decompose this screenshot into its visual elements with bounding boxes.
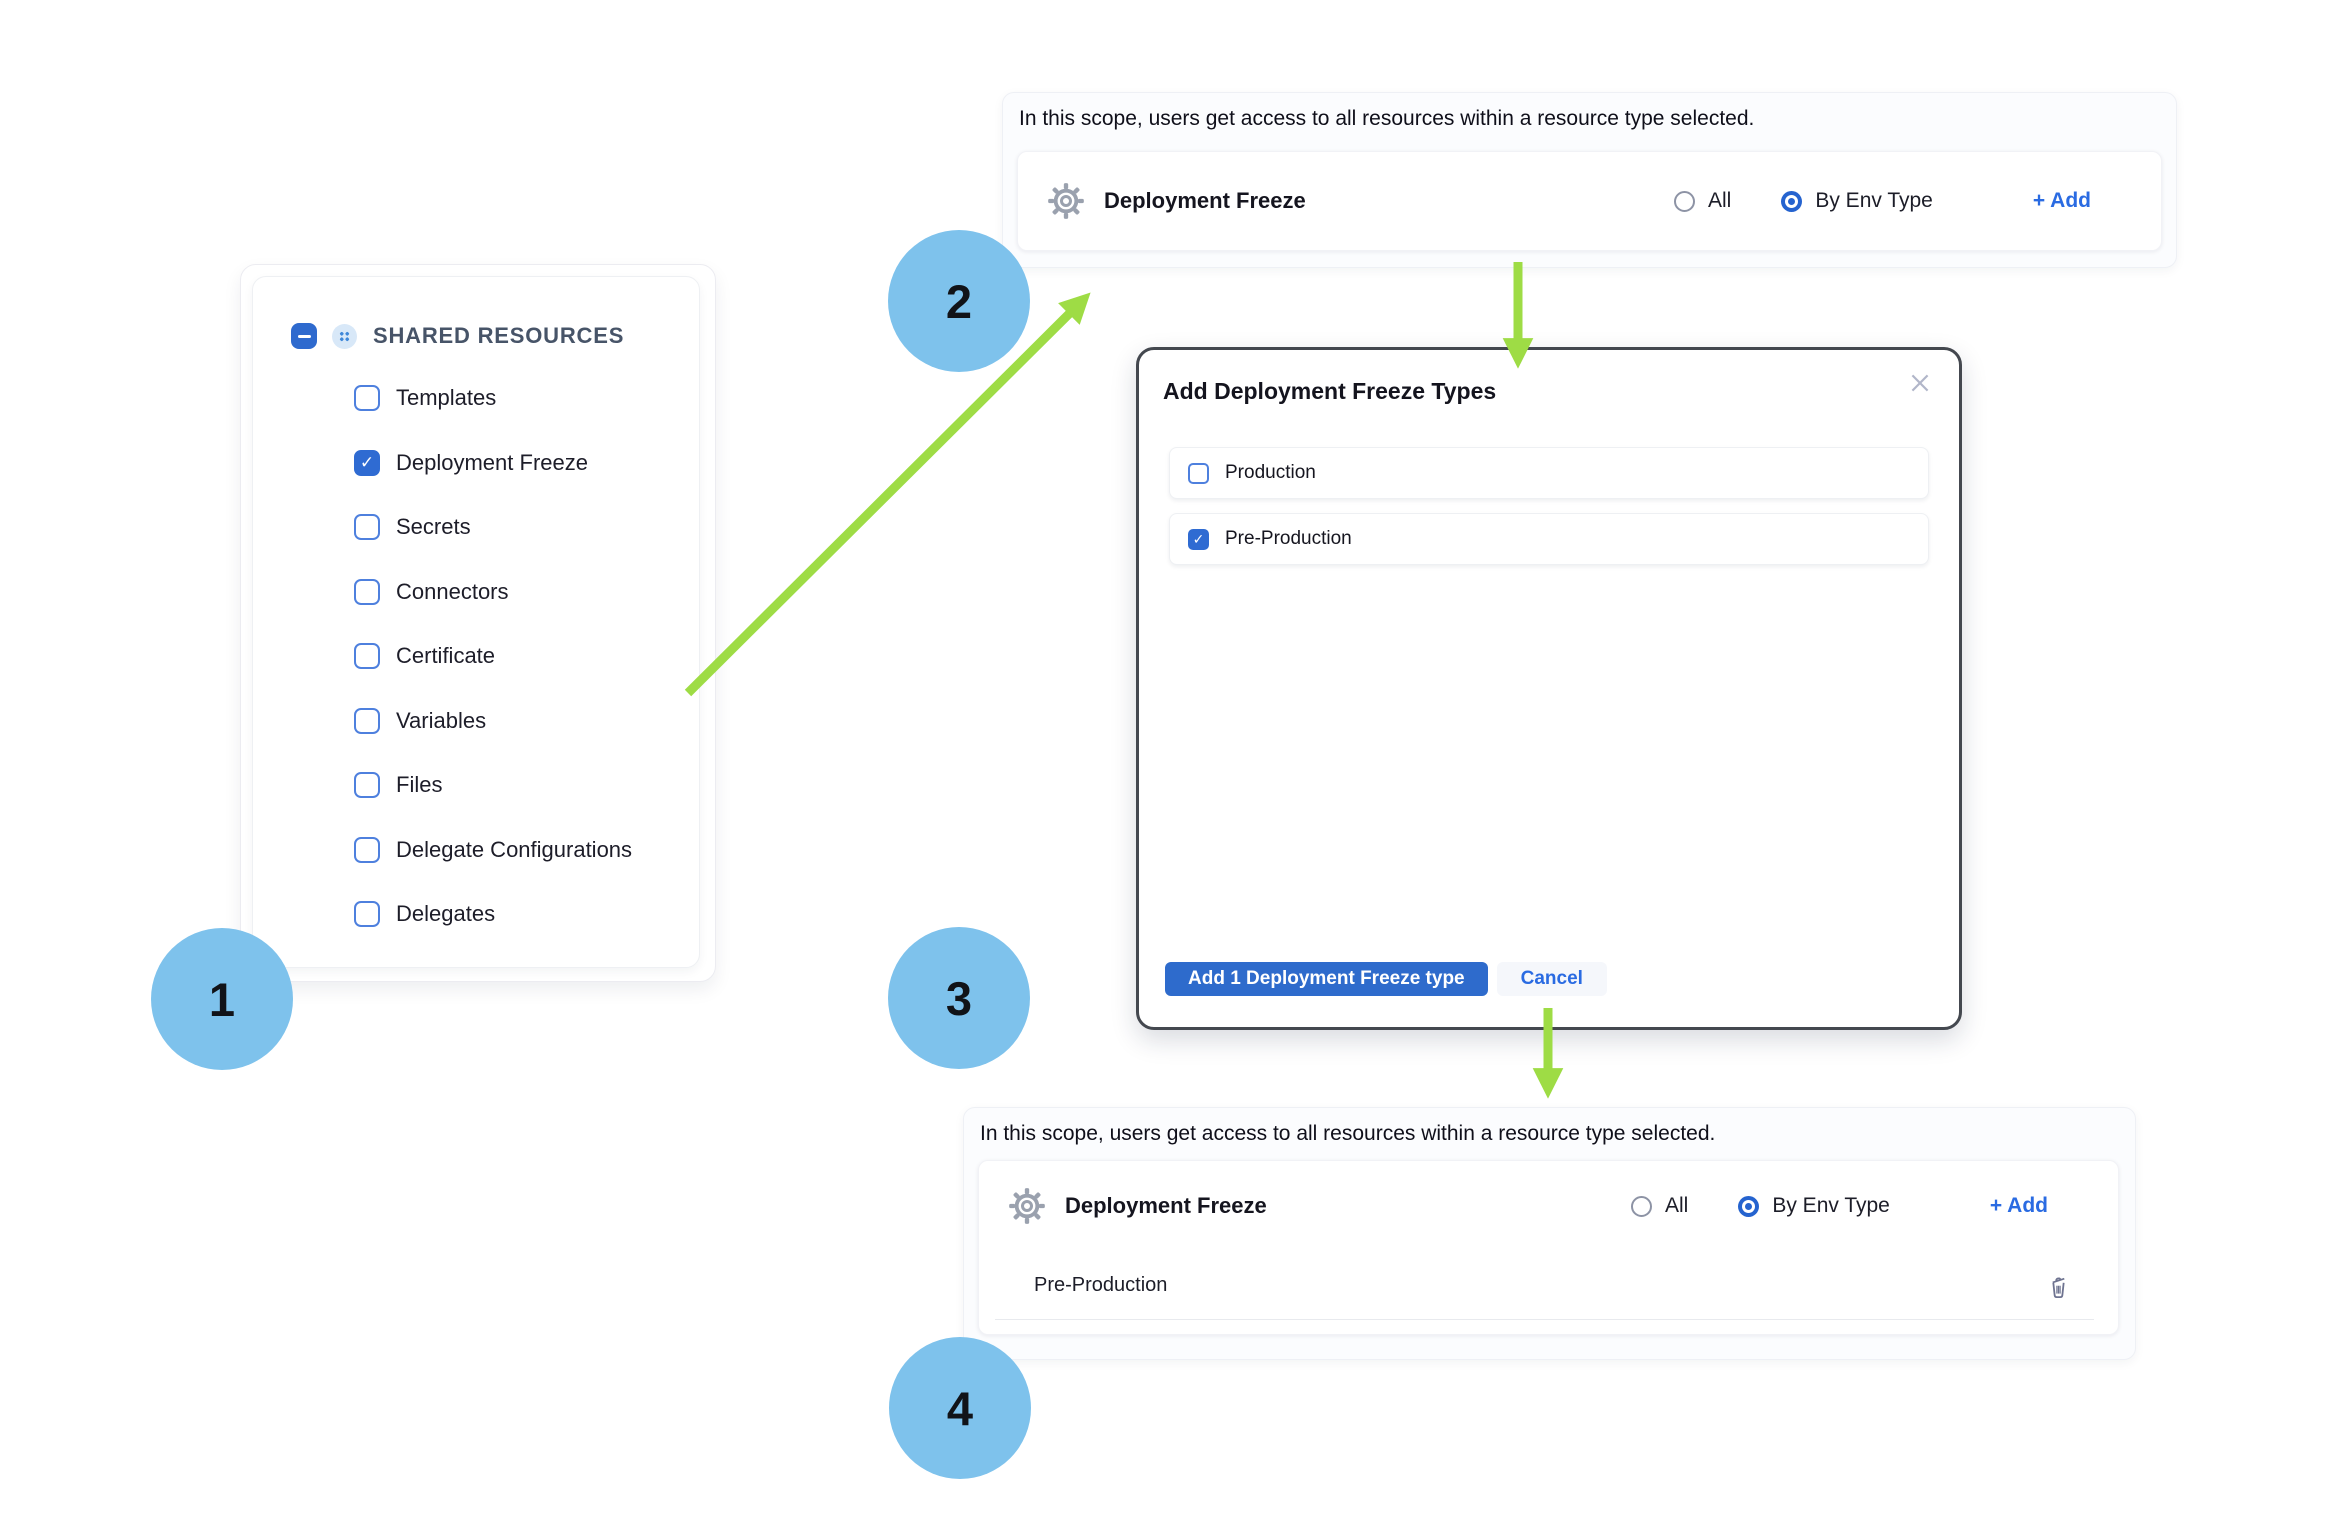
resource-type-label: Deployment Freeze bbox=[396, 449, 588, 475]
collapse-toggle-button[interactable] bbox=[291, 323, 317, 349]
resource-row-label: Deployment Freeze bbox=[1065, 1193, 1267, 1218]
selected-env-type-row: Pre-Production bbox=[979, 1251, 2118, 1319]
radio-option-label: All bbox=[1665, 1194, 1689, 1217]
env-type-list: Production Pre-Production bbox=[1169, 447, 1929, 565]
minus-icon bbox=[297, 334, 311, 338]
selected-env-type-label: Pre-Production bbox=[1034, 1273, 1168, 1296]
add-deployment-freeze-modal: Add Deployment Freeze Types Production P… bbox=[1136, 347, 1962, 1030]
resource-type-item[interactable]: Connectors bbox=[354, 578, 632, 605]
resource-row-card: Deployment Freeze All By Env Typ bbox=[1017, 151, 2162, 251]
close-icon bbox=[1911, 374, 1929, 392]
radio-options: All By Env Type bbox=[1631, 1194, 1890, 1218]
checkbox-icon[interactable] bbox=[354, 772, 380, 798]
checkbox-icon[interactable] bbox=[354, 643, 380, 669]
resource-type-label: Certificate bbox=[396, 643, 496, 668]
deployment-freeze-row: Deployment Freeze All By Env Typ bbox=[1018, 152, 2161, 250]
resource-type-item[interactable]: Delegates bbox=[354, 901, 632, 927]
modal-footer: Add 1 Deployment Freeze type Cancel bbox=[1165, 962, 1607, 996]
resource-row-label: Deployment Freeze bbox=[1104, 188, 1306, 213]
close-button[interactable] bbox=[1907, 370, 1933, 396]
env-type-label: Production bbox=[1225, 462, 1316, 483]
checkbox-icon[interactable] bbox=[354, 449, 380, 476]
step-badge-2: 2 bbox=[888, 230, 1030, 372]
radio-option-label: By Env Type bbox=[1815, 189, 1933, 212]
checkbox-icon[interactable] bbox=[354, 514, 380, 540]
resource-row-card: Deployment Freeze All By Env Typ bbox=[978, 1160, 2119, 1335]
resource-type-item[interactable]: Variables bbox=[354, 707, 632, 734]
scope-card-bottom: In this scope, users get access to all r… bbox=[963, 1107, 2136, 1360]
radio-option[interactable]: By Env Type bbox=[1781, 189, 1933, 213]
radio-group: All By Env Type + Add bbox=[1674, 189, 2091, 213]
step-badge-4: 4 bbox=[889, 1337, 1031, 1479]
resource-type-label: Variables bbox=[396, 707, 487, 733]
checkbox-icon[interactable] bbox=[1188, 462, 1209, 484]
env-type-option[interactable]: Production bbox=[1169, 447, 1929, 499]
resource-type-list: Templates Deployment Freeze Secrets Conn… bbox=[354, 385, 632, 966]
env-type-option[interactable]: Pre-Production bbox=[1169, 513, 1929, 565]
modal-title: Add Deployment Freeze Types bbox=[1163, 378, 1497, 404]
shared-resources-title: SHARED RESOURCES bbox=[373, 323, 625, 348]
resource-type-label: Connectors bbox=[396, 578, 509, 604]
resource-type-item[interactable]: Certificate bbox=[354, 643, 632, 669]
resource-type-item[interactable]: Deployment Freeze bbox=[354, 449, 632, 476]
gear-icon bbox=[1009, 1188, 1045, 1224]
checkbox-icon[interactable] bbox=[354, 901, 380, 927]
radio-options: All By Env Type bbox=[1674, 189, 1933, 213]
scope-description: In this scope, users get access to all r… bbox=[980, 1122, 1716, 1145]
radio-option[interactable]: By Env Type bbox=[1738, 1194, 1890, 1218]
checkbox-icon[interactable] bbox=[354, 385, 380, 411]
checkbox-icon[interactable] bbox=[354, 707, 380, 734]
deployment-freeze-row: Deployment Freeze All By Env Typ bbox=[979, 1161, 2118, 1251]
resource-type-label: Secrets bbox=[396, 514, 471, 539]
cancel-button[interactable]: Cancel bbox=[1496, 962, 1607, 996]
step-badge-1: 1 bbox=[151, 928, 293, 1070]
resource-type-label: Templates bbox=[396, 385, 497, 410]
arrow-step1-to-step2 bbox=[684, 292, 1091, 697]
delete-button[interactable] bbox=[2045, 1272, 2072, 1299]
shared-resources-panel: SHARED RESOURCES Templates Deployment Fr… bbox=[252, 276, 700, 968]
radio-option-label: All bbox=[1708, 189, 1732, 212]
radio-icon[interactable] bbox=[1738, 1195, 1760, 1217]
add-button[interactable]: + Add bbox=[2032, 189, 2091, 212]
resource-type-item[interactable]: Secrets bbox=[354, 514, 632, 540]
add-freeze-type-button[interactable]: Add 1 Deployment Freeze type bbox=[1165, 962, 1488, 996]
env-type-label: Pre-Production bbox=[1225, 528, 1352, 549]
divider bbox=[995, 1319, 2094, 1320]
radio-option[interactable]: All bbox=[1674, 189, 1731, 213]
step-badge-3: 3 bbox=[888, 927, 1030, 1069]
radio-group: All By Env Type + Add bbox=[1631, 1194, 2048, 1218]
shared-resources-header: SHARED RESOURCES bbox=[291, 323, 624, 349]
resource-type-label: Delegates bbox=[396, 901, 496, 926]
resource-type-label: Delegate Configurations bbox=[396, 836, 633, 862]
diamond-cluster-icon bbox=[339, 331, 350, 341]
add-button[interactable]: + Add bbox=[1989, 1194, 2048, 1217]
radio-icon[interactable] bbox=[1674, 190, 1695, 212]
gear-icon bbox=[1048, 183, 1084, 219]
scope-description: In this scope, users get access to all r… bbox=[1019, 107, 1755, 130]
radio-option-label: By Env Type bbox=[1772, 1194, 1890, 1217]
checkbox-icon[interactable] bbox=[354, 836, 380, 863]
radio-option[interactable]: All bbox=[1631, 1194, 1688, 1218]
resource-type-label: Files bbox=[396, 772, 443, 797]
resource-type-item[interactable]: Delegate Configurations bbox=[354, 836, 633, 863]
scope-card-top: In this scope, users get access to all r… bbox=[1002, 92, 2177, 268]
resource-type-item[interactable]: Files bbox=[354, 772, 632, 798]
checkbox-icon[interactable] bbox=[354, 578, 380, 605]
shared-resources-icon bbox=[332, 323, 357, 349]
resource-type-item[interactable]: Templates bbox=[354, 385, 632, 411]
checkbox-icon[interactable] bbox=[1188, 528, 1209, 550]
radio-icon[interactable] bbox=[1631, 1195, 1652, 1217]
trash-icon bbox=[2052, 1276, 2065, 1298]
radio-icon[interactable] bbox=[1781, 190, 1803, 212]
